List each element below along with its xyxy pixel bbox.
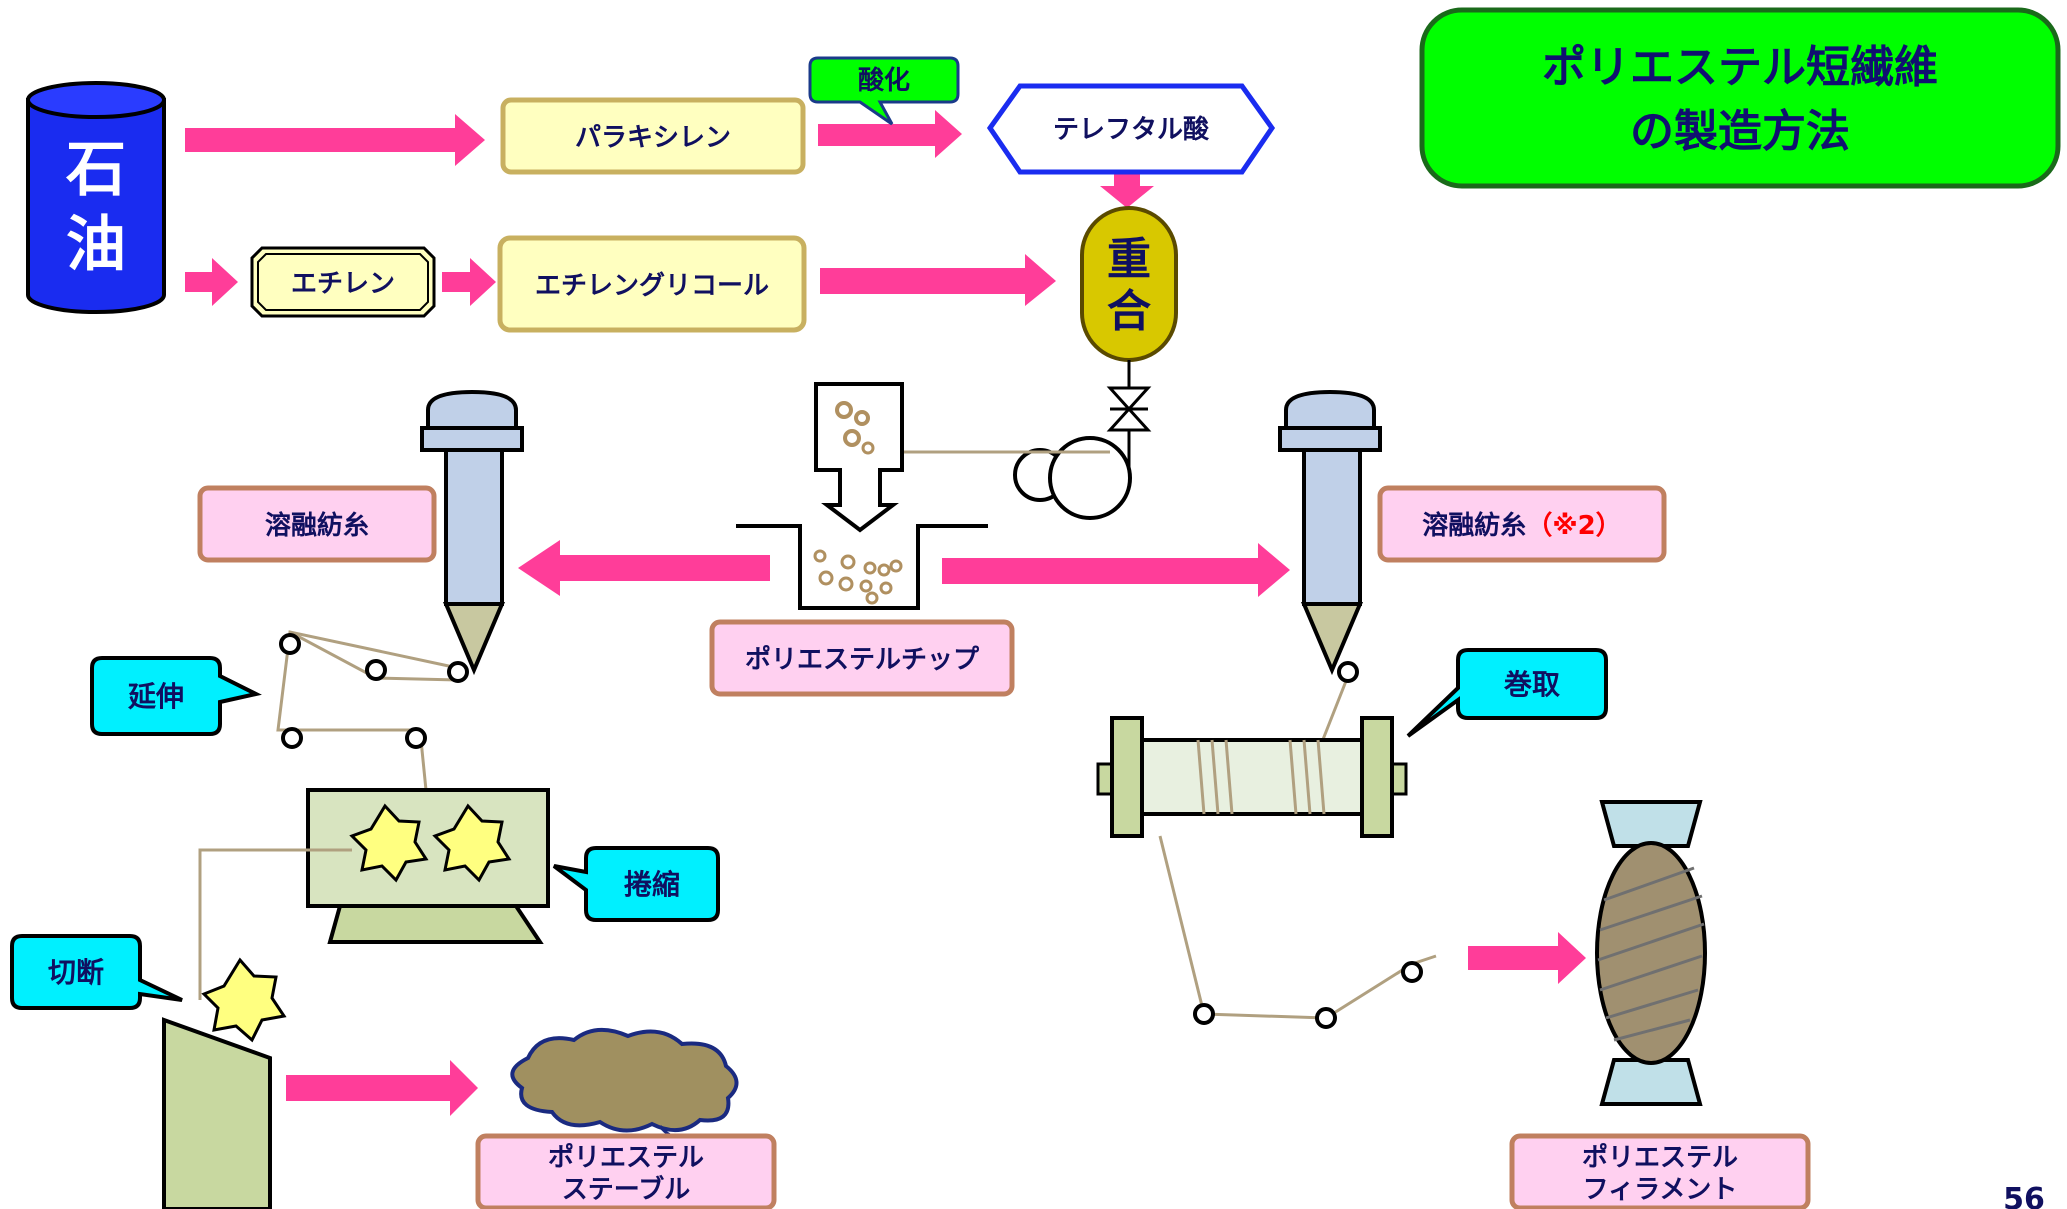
title-line-2: の製造方法 [1630,106,1850,157]
melt-spinning-right-text: 溶融紡糸 [1422,510,1526,541]
crimper-machine [198,788,550,1000]
polyester-staple-line-1: ポリエステル [548,1142,704,1173]
ethylene-glycol-label: エチレングリコール [535,271,769,301]
roller-large-icon [1048,436,1132,520]
petroleum-drum: 石 油 [26,81,166,314]
filament-bobbin [1595,800,1707,1106]
spinneret-left [420,389,524,676]
polymerization-char-2: 合 [1107,286,1151,337]
polyester-filament-line-1: ポリエステル [1582,1142,1738,1173]
petroleum-char-2: 油 [66,210,126,280]
cutting-label: 切断 [48,956,104,989]
polyester-chip-box: ポリエステルチップ [709,619,1015,697]
title-line-1: ポリエステル短繊維 [1542,42,1938,93]
melt-spinning-note: （※2） [1526,511,1621,541]
oxidation-label: 酸化 [858,66,910,96]
ethylene-glycol-box: エチレングリコール [497,235,807,333]
melt-spinning-left-box: 溶融紡糸 [197,485,437,563]
polyester-filament-line-2: フィラメント [1583,1175,1738,1205]
melt-spinning-right-label: 溶融紡糸（※2） [1422,510,1621,541]
winder [1096,661,1437,1029]
crimp-gear-icon-2 [432,803,512,883]
melt-spinning-right-box: 溶融紡糸（※2） [1377,485,1667,563]
polyester-filament-box: ポリエステル フィラメント [1509,1133,1811,1209]
drawing-label: 延伸 [127,680,184,713]
arrow-terephthalic-to-polymerization [1100,165,1154,208]
polymerization-tank: 重 合 [880,206,1178,520]
terephthalic-acid-label: テレフタル酸 [1053,115,1210,145]
arrow-petroleum-to-paraxylene [185,114,485,166]
flow-arrows [185,110,1586,1116]
polyester-chip-label: ポリエステルチップ [745,644,980,675]
melt-spinning-left-label: 溶融紡糸 [265,510,369,541]
polyester-staple-line-2: ステーブル [562,1174,690,1205]
arrow-winding-to-filament [1468,932,1586,984]
cutter [162,957,287,1209]
arrow-chip-to-right-spinning [942,543,1290,597]
winding-callout: 巻取 [1406,648,1608,738]
terephthalic-acid-box: テレフタル酸 [986,83,1276,175]
winding-label: 巻取 [1503,668,1560,701]
polymerization-char-1: 重 [1107,234,1151,285]
paraxylene-box: パラキシレン [500,97,806,175]
arrow-cutter-to-staple [286,1060,478,1116]
paraxylene-label: パラキシレン [575,123,731,153]
page-number: 56 [2003,1182,2045,1209]
crimp-gear-icon [349,803,429,883]
oxidation-callout: 酸化 [808,56,960,126]
ethylene-label: エチレン [291,269,395,299]
cutting-callout: 切断 [10,934,183,1010]
title-box: ポリエステル短繊維 の製造方法 [1419,7,2061,189]
chip-hopper [736,524,988,610]
arrow-chip-to-left-spinning [518,540,770,596]
arrow-glycol-to-polymerization [820,254,1056,306]
arrow-ethylene-to-glycol [442,258,496,306]
crimping-label: 捲縮 [624,868,680,901]
arrow-paraxylene-to-terephthalic [818,110,962,158]
crimping-callout: 捲縮 [552,846,720,922]
staple-fiber-cloud [510,1028,739,1140]
drawing-callout: 延伸 [90,656,262,736]
drawing-threadline [276,630,469,791]
petroleum-char-1: 石 [66,135,126,205]
chip-cutter-bin [814,382,904,533]
spinneret-right [1278,389,1382,676]
cut-star-icon [201,957,287,1043]
polyester-staple-box: ポリエステル ステーブル [475,1133,777,1209]
ethylene-box: エチレン [250,246,436,318]
arrow-petroleum-to-ethylene [185,258,238,306]
